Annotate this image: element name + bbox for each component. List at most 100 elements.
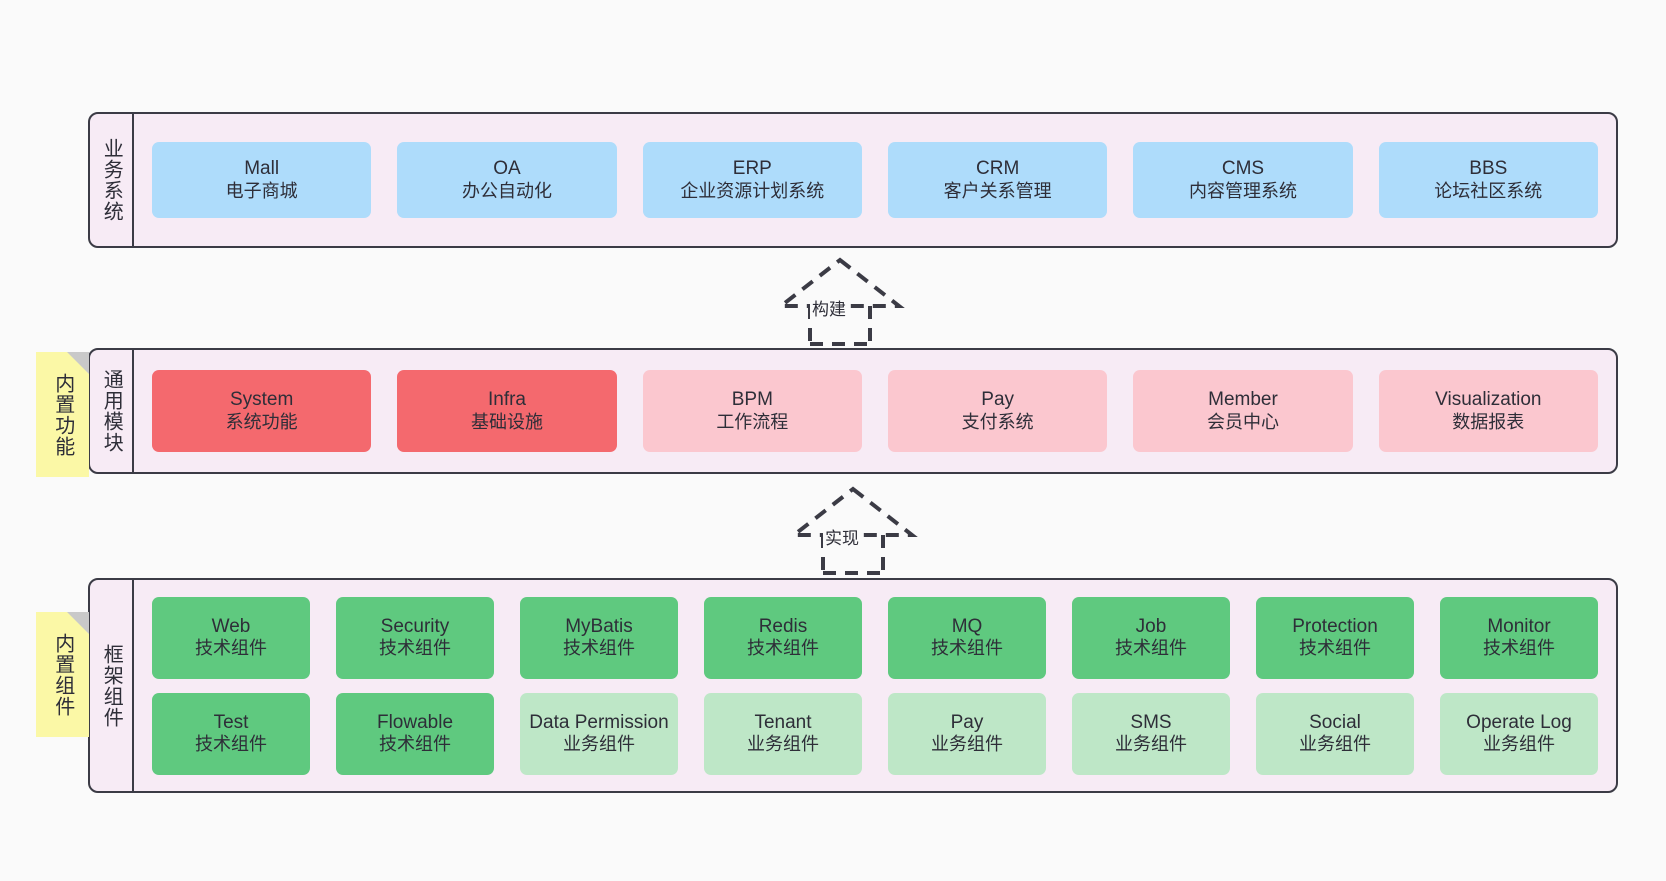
node-subtitle: 技术组件 xyxy=(563,638,635,659)
node-subtitle: 电子商城 xyxy=(225,180,298,201)
sticky-note-builtin-functions: 内置功能 xyxy=(36,352,89,477)
node-subtitle: 办公自动化 xyxy=(461,180,552,201)
layer-business-systems: 业务系统 Mall 电子商城 OA 办公自动化 ERP 企业资源计划系统 CRM xyxy=(88,112,1618,248)
node-subtitle: 业务组件 xyxy=(1483,734,1555,755)
node-title: Member xyxy=(1208,389,1278,411)
node-subtitle: 基础设施 xyxy=(470,411,543,432)
node-subtitle: 技术组件 xyxy=(195,638,267,659)
node-mybatis[interactable]: MyBatis 技术组件 xyxy=(520,596,678,679)
node-title: Operate Log xyxy=(1466,711,1572,733)
node-subtitle: 技术组件 xyxy=(931,638,1003,659)
node-title: OA xyxy=(493,158,521,180)
layer-framework-components: 框架组件 Web 技术组件 Security 技术组件 MyBatis 技术组件… xyxy=(88,578,1618,793)
node-crm[interactable]: CRM 客户关系管理 xyxy=(887,142,1108,218)
layer-body-framework-components: Web 技术组件 Security 技术组件 MyBatis 技术组件 Redi… xyxy=(134,580,1616,791)
node-title: Pay xyxy=(950,711,984,733)
node-data-permission[interactable]: Data Permission 业务组件 xyxy=(520,692,678,775)
node-subtitle: 技术组件 xyxy=(379,638,451,659)
node-title: Monitor xyxy=(1487,615,1551,637)
node-subtitle: 技术组件 xyxy=(747,638,819,659)
node-title: BBS xyxy=(1469,158,1508,180)
layer-title-framework-components: 框架组件 xyxy=(90,580,134,791)
node-web[interactable]: Web 技术组件 xyxy=(152,596,310,679)
node-title: Test xyxy=(213,711,249,733)
node-title: System xyxy=(229,389,294,411)
node-system[interactable]: System 系统功能 xyxy=(152,370,372,452)
sticky-note-label: 内置组件 xyxy=(51,632,74,717)
node-title: Pay xyxy=(981,389,1015,411)
node-subtitle: 业务组件 xyxy=(1299,734,1371,755)
node-subtitle: 数据报表 xyxy=(1452,411,1525,432)
node-title: Flowable xyxy=(376,711,454,733)
node-title: Infra xyxy=(487,389,526,411)
node-subtitle: 内容管理系统 xyxy=(1188,180,1297,201)
node-title: CMS xyxy=(1221,158,1265,180)
node-subtitle: 企业资源计划系统 xyxy=(680,180,825,201)
node-visualization[interactable]: Visualization 数据报表 xyxy=(1378,370,1598,452)
node-subtitle: 业务组件 xyxy=(563,734,635,755)
layer-body-common-modules: System 系统功能 Infra 基础设施 BPM 工作流程 Pay 支付系统… xyxy=(134,350,1616,472)
node-subtitle: 客户关系管理 xyxy=(943,180,1052,201)
node-infra[interactable]: Infra 基础设施 xyxy=(397,370,617,452)
node-title: MQ xyxy=(951,615,983,637)
node-pay-component[interactable]: Pay 业务组件 xyxy=(888,692,1046,775)
node-row: Web 技术组件 Security 技术组件 MyBatis 技术组件 Redi… xyxy=(152,596,1598,679)
node-row: System 系统功能 Infra 基础设施 BPM 工作流程 Pay 支付系统… xyxy=(152,370,1598,452)
node-title: Web xyxy=(211,615,251,637)
node-protection[interactable]: Protection 技术组件 xyxy=(1256,596,1414,679)
connector-build: 构建 xyxy=(755,256,925,346)
layer-title-common-modules: 通用模块 xyxy=(90,350,134,472)
node-erp[interactable]: ERP 企业资源计划系统 xyxy=(642,142,862,218)
node-bbs[interactable]: BBS 论坛社区系统 xyxy=(1378,142,1598,218)
layer-common-modules: 通用模块 System 系统功能 Infra 基础设施 BPM 工作流程 Pay xyxy=(88,348,1618,474)
node-bpm[interactable]: BPM 工作流程 xyxy=(642,370,862,452)
node-subtitle: 会员中心 xyxy=(1206,411,1279,432)
node-flowable[interactable]: Flowable 技术组件 xyxy=(336,692,494,775)
node-row: Mall 电子商城 OA 办公自动化 ERP 企业资源计划系统 CRM 客户关系… xyxy=(152,142,1598,218)
node-operate-log[interactable]: Operate Log 业务组件 xyxy=(1440,692,1598,775)
node-member[interactable]: Member 会员中心 xyxy=(1133,370,1353,452)
node-tenant[interactable]: Tenant 业务组件 xyxy=(704,692,862,775)
node-subtitle: 技术组件 xyxy=(1115,638,1187,659)
connector-label-implement: 实现 xyxy=(823,524,861,549)
connector-implement: 实现 xyxy=(768,485,938,575)
node-title: Security xyxy=(380,615,450,637)
connector-label-build: 构建 xyxy=(810,295,848,320)
node-title: MyBatis xyxy=(565,615,633,637)
node-title: CRM xyxy=(976,158,1020,180)
sticky-fold-corner-icon xyxy=(67,612,89,634)
node-oa[interactable]: OA 办公自动化 xyxy=(397,142,617,218)
sticky-note-label: 内置功能 xyxy=(51,372,74,457)
node-test[interactable]: Test 技术组件 xyxy=(152,692,310,775)
node-title: Data Permission xyxy=(529,711,669,733)
node-title: Protection xyxy=(1292,615,1378,637)
node-subtitle: 技术组件 xyxy=(379,734,451,755)
node-subtitle: 论坛社区系统 xyxy=(1434,180,1543,201)
node-cms[interactable]: CMS 内容管理系统 xyxy=(1133,142,1353,218)
layer-title-business-systems: 业务系统 xyxy=(90,114,134,246)
node-title: Mall xyxy=(244,158,280,180)
node-subtitle: 技术组件 xyxy=(1299,638,1371,659)
node-pay-module[interactable]: Pay 支付系统 xyxy=(887,370,1108,452)
node-subtitle: 支付系统 xyxy=(961,411,1034,432)
node-mq[interactable]: MQ 技术组件 xyxy=(888,596,1046,679)
node-title: Tenant xyxy=(754,711,812,733)
node-job[interactable]: Job 技术组件 xyxy=(1072,596,1230,679)
sticky-note-builtin-components: 内置组件 xyxy=(36,612,89,737)
node-subtitle: 技术组件 xyxy=(1483,638,1555,659)
node-title: Visualization xyxy=(1435,389,1542,411)
node-title: Job xyxy=(1135,615,1167,637)
node-title: Social xyxy=(1309,711,1361,733)
node-title: ERP xyxy=(732,158,772,180)
node-title: Redis xyxy=(758,615,808,637)
node-social[interactable]: Social 业务组件 xyxy=(1256,692,1414,775)
node-subtitle: 业务组件 xyxy=(1115,734,1187,755)
node-redis[interactable]: Redis 技术组件 xyxy=(704,596,862,679)
node-monitor[interactable]: Monitor 技术组件 xyxy=(1440,596,1598,679)
node-security[interactable]: Security 技术组件 xyxy=(336,596,494,679)
node-title: SMS xyxy=(1130,711,1172,733)
node-sms[interactable]: SMS 业务组件 xyxy=(1072,692,1230,775)
node-subtitle: 业务组件 xyxy=(747,734,819,755)
node-row: Test 技术组件 Flowable 技术组件 Data Permission … xyxy=(152,692,1598,775)
node-mall[interactable]: Mall 电子商城 xyxy=(152,142,372,218)
